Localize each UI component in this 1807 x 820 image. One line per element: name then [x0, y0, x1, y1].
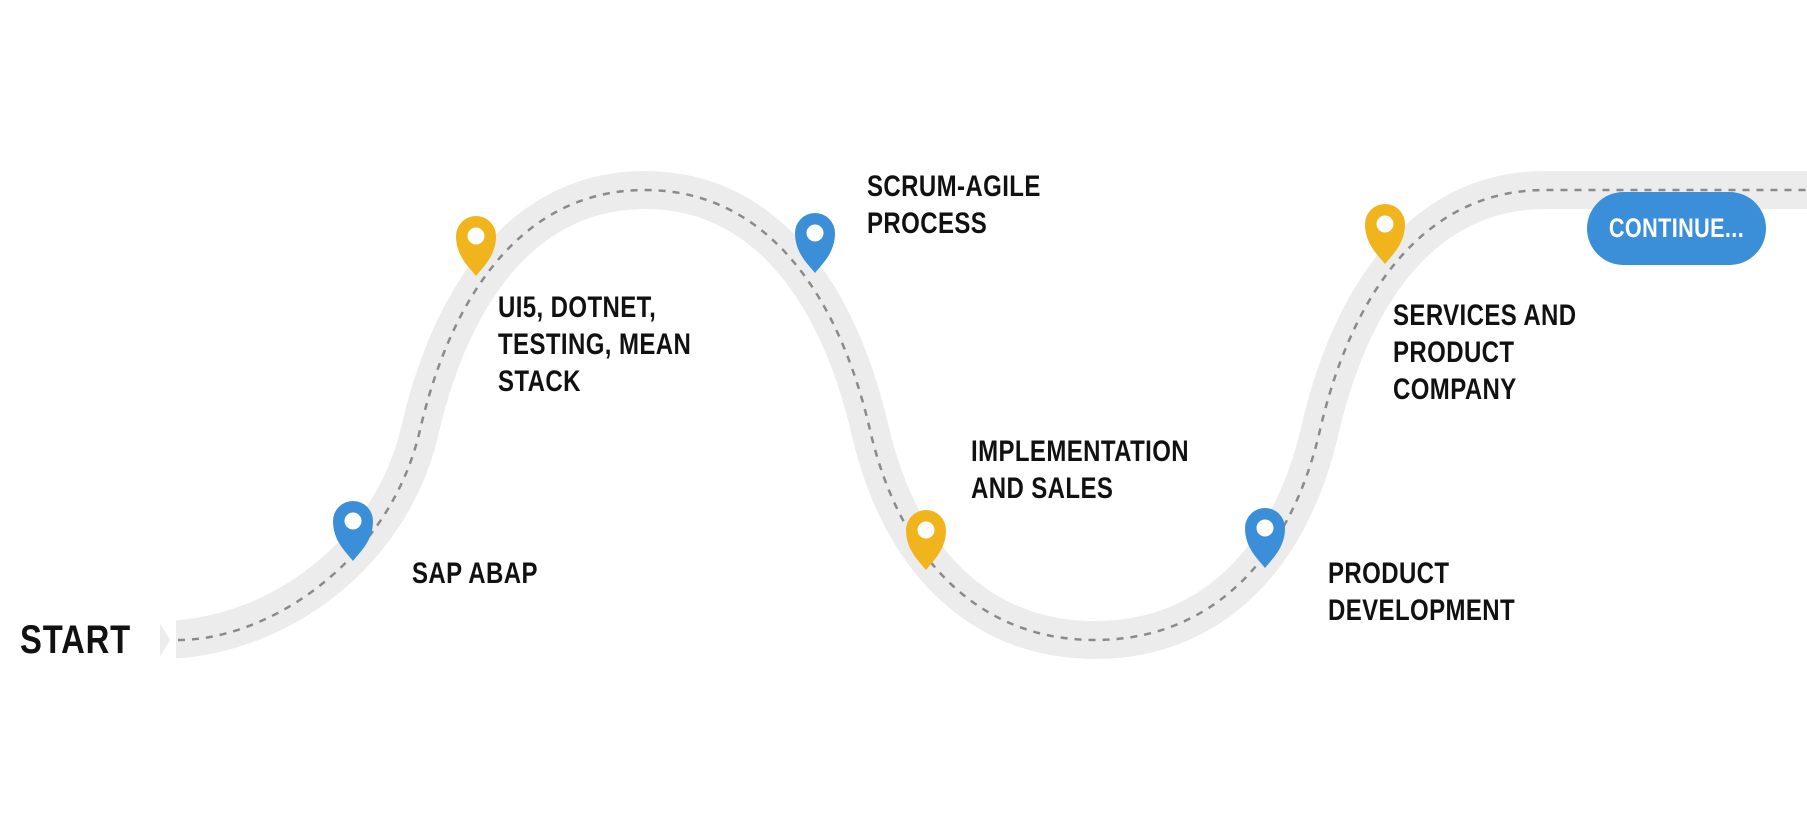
milestone-label-implementation: IMPLEMENTATION AND SALES — [971, 435, 1190, 505]
milestone-label-sap-abap: SAP ABAP — [412, 557, 538, 590]
milestone-label-scrum-agile: SCRUM-AGILE PROCESS — [867, 170, 1041, 240]
map-pin-icon — [456, 216, 496, 276]
map-pin-icon — [1245, 508, 1285, 568]
map-pin-icon — [1365, 204, 1405, 264]
milestone-label-services-product: SERVICES AND PRODUCT COMPANY — [1393, 299, 1577, 406]
milestone-label-ui5-dotnet: UI5, DOTNET, TESTING, MEAN STACK — [498, 291, 692, 398]
milestone-label-product-development: PRODUCT DEVELOPMENT — [1328, 557, 1516, 627]
road-dashed-line — [177, 188, 1807, 642]
continue-button[interactable]: CONTINUE... — [1587, 192, 1766, 265]
continue-button-label: CONTINUE... — [1608, 213, 1745, 243]
map-pin-icon — [333, 501, 373, 561]
map-pin-icon — [795, 213, 835, 273]
map-pin-icon — [906, 510, 946, 570]
start-label: START — [20, 618, 131, 662]
road-band — [159, 170, 1807, 660]
road-start-notch — [158, 620, 176, 660]
